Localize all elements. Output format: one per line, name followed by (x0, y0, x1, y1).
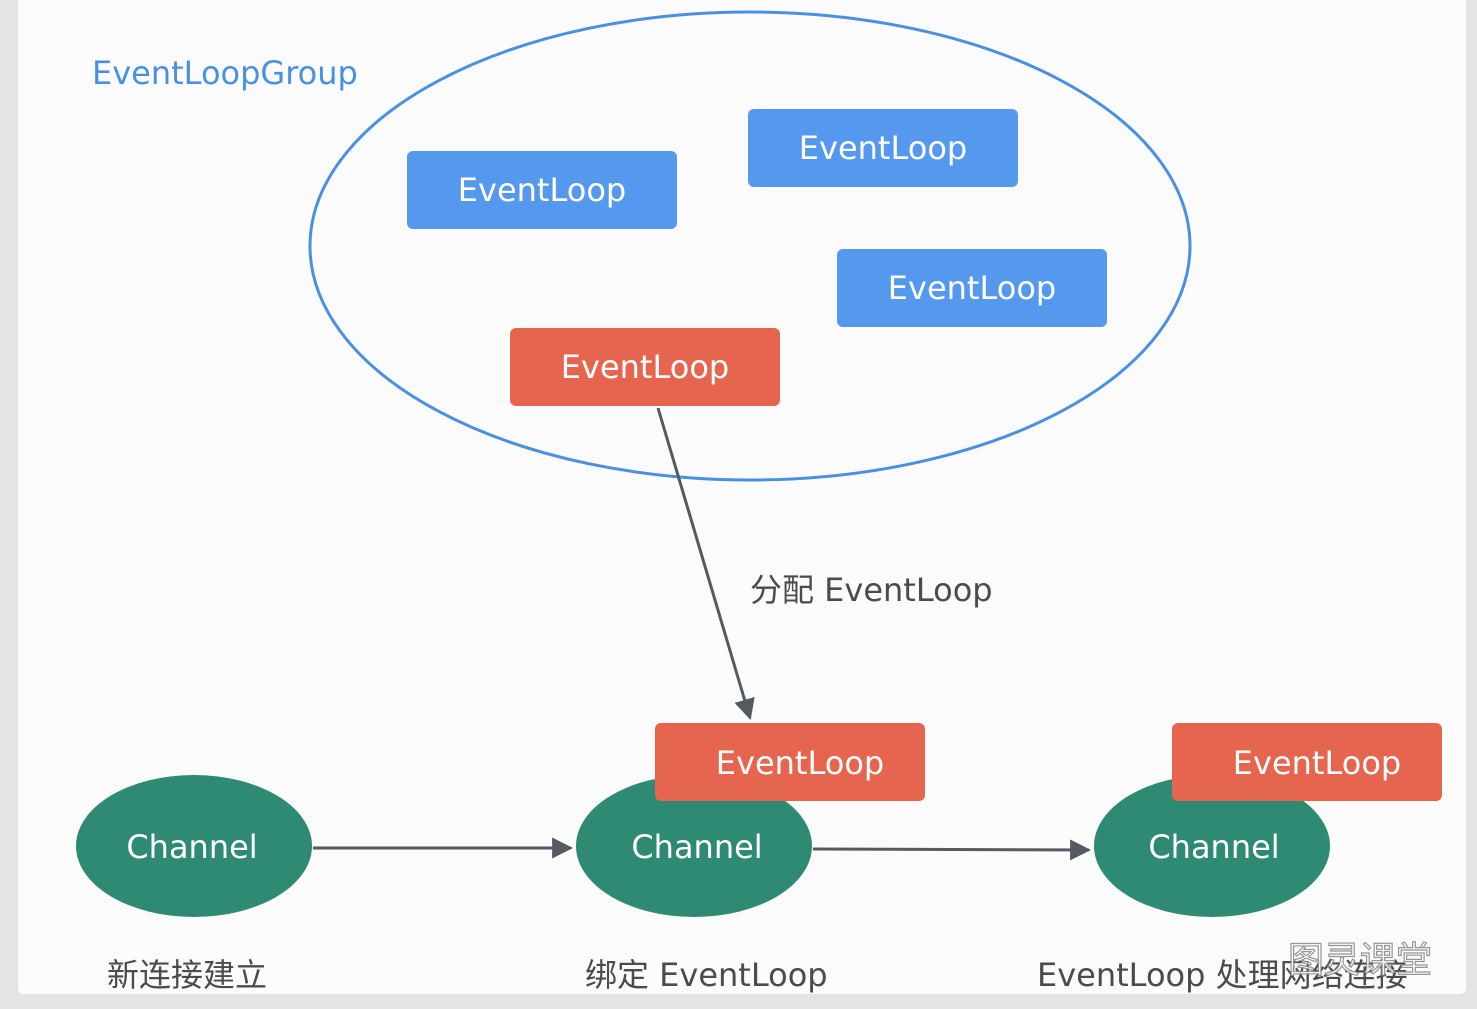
diagram-svg: EventLoopGroup EventLoop EventLoop Event… (76, 10, 1442, 994)
stage-3-caption: EventLoop 处理网络连接 (1037, 956, 1408, 994)
watermark: 图灵课堂 (1288, 940, 1432, 981)
assign-label: 分配 EventLoop (750, 571, 993, 609)
group-event-loop-2-label: EventLoop (799, 129, 967, 167)
channel-3 (1094, 775, 1330, 917)
bound-event-loop-2 (655, 723, 925, 801)
bound-event-loop-3-label: EventLoop (1233, 744, 1401, 782)
group-event-loop-1-label: EventLoop (458, 171, 626, 209)
group-event-loop-1: EventLoop (407, 151, 677, 229)
group-event-loop-3-label: EventLoop (888, 269, 1056, 307)
bound-event-loop-3 (1172, 723, 1442, 801)
stage-1-caption: 新连接建立 (107, 956, 267, 994)
flow-arrow-2 (812, 839, 1092, 861)
group-event-loop-2: EventLoop (748, 109, 1018, 187)
channel-1-label: Channel (126, 828, 257, 866)
channel-2-label: Channel (631, 828, 762, 866)
diagram-canvas: EventLoopGroup EventLoop EventLoop Event… (18, 0, 1466, 994)
stage-new-connection: Channel 新连接建立 (76, 775, 312, 994)
channel-1 (76, 775, 312, 917)
channel-3-label: Channel (1148, 828, 1279, 866)
bound-event-loop-2-label: EventLoop (716, 744, 884, 782)
assign-arrow (656, 407, 755, 721)
group-event-loop-3: EventLoop (837, 249, 1107, 327)
event-loop-group-outline (308, 10, 1192, 482)
stage-process-connection: EventLoop Channel EventLoop 处理网络连接 (1037, 723, 1442, 994)
stage-bind-event-loop: EventLoop Channel 绑定 EventLoop (576, 723, 925, 994)
group-event-loop-assigned: EventLoop (510, 328, 780, 406)
stage-2-caption: 绑定 EventLoop (585, 956, 828, 994)
group-event-loop-assigned-label: EventLoop (561, 348, 729, 386)
event-loop-group-label: EventLoopGroup (92, 54, 358, 92)
channel-2 (576, 775, 812, 917)
